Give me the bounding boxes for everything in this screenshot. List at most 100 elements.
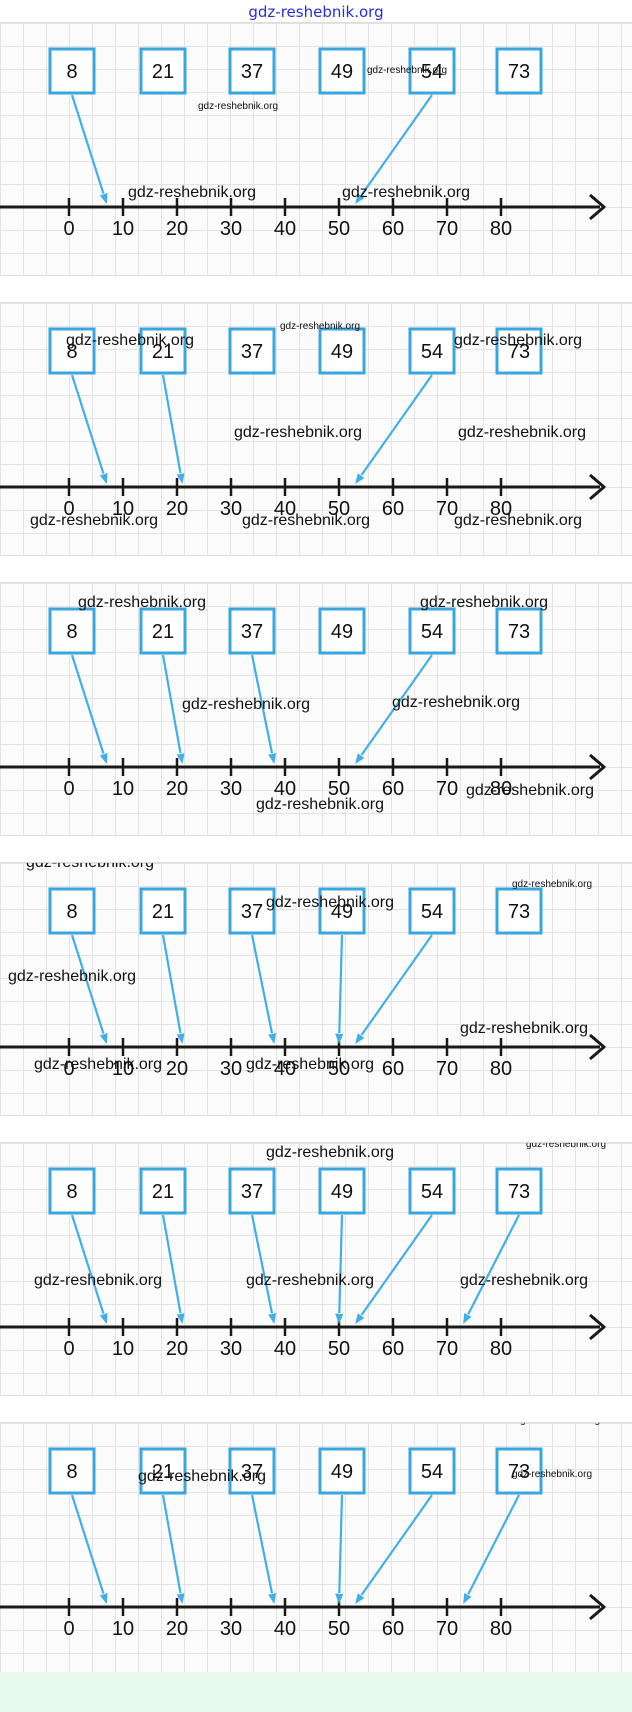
number-box-label: 37 — [241, 1181, 263, 1203]
number-box-label: 54 — [421, 1461, 443, 1483]
arrow-box-to-axis — [161, 1214, 185, 1324]
axis-tick-label: 0 — [63, 218, 74, 240]
axis-tick-label: 30 — [220, 498, 242, 520]
axis-tick-label: 20 — [166, 778, 188, 800]
axis-tick-label: 10 — [112, 1058, 134, 1080]
number-box-label: 49 — [331, 341, 353, 363]
watermark-text: gdz-reshebnik.org — [78, 594, 206, 611]
arrow-box-to-axis — [161, 374, 185, 484]
number-box-label: 73 — [508, 621, 530, 643]
number-box: 8 — [48, 607, 96, 655]
number-box-label: 73 — [508, 61, 530, 83]
number-box: 54 — [408, 887, 456, 935]
watermark-text: gdz-reshebnik.org — [198, 101, 278, 112]
arrow-box-to-axis — [70, 374, 108, 484]
number-box: 54 — [408, 607, 456, 655]
axis-tick-label: 0 — [63, 498, 74, 520]
arrow-box-to-axis — [335, 1494, 344, 1604]
watermark-text: gdz-reshebnik.org — [460, 1272, 588, 1289]
number-box-label: 8 — [66, 1181, 77, 1203]
axis-tick-label: 80 — [490, 498, 512, 520]
number-box: 37 — [228, 1167, 276, 1215]
axis-arrowhead — [589, 753, 606, 781]
number-box: 73 — [495, 327, 543, 375]
number-box: 8 — [48, 1167, 96, 1215]
axis-tick-label: 60 — [382, 1618, 404, 1640]
number-box-label: 73 — [508, 341, 530, 363]
number-box-label: 8 — [66, 1461, 77, 1483]
axis-arrowhead — [589, 1593, 606, 1621]
number-box: 49 — [318, 887, 366, 935]
axis-tick-label: 80 — [490, 1338, 512, 1360]
axis-tick-label: 40 — [274, 1058, 296, 1080]
watermark-text: gdz-reshebnik.org — [26, 863, 154, 871]
axis-tick-label: 60 — [382, 1058, 404, 1080]
number-box-label: 49 — [331, 61, 353, 83]
axis-tick-label: 50 — [328, 498, 350, 520]
number-box: 8 — [48, 47, 96, 95]
number-box-label: 54 — [421, 1181, 443, 1203]
axis-tick-label: 20 — [166, 218, 188, 240]
axis-tick-label: 80 — [490, 218, 512, 240]
number-box: 21 — [139, 887, 187, 935]
axis-tick-label: 10 — [112, 1338, 134, 1360]
axis-tick-label: 0 — [63, 1058, 74, 1080]
number-box: 73 — [495, 47, 543, 95]
arrow-box-to-axis — [335, 934, 344, 1044]
watermark-text: gdz-reshebnik.org — [234, 424, 362, 441]
number-box-label: 54 — [421, 901, 443, 923]
watermark-text: gdz-reshebnik.org — [280, 321, 360, 332]
arrow-box-to-axis — [355, 934, 433, 1044]
watermark-text: gdz-reshebnik.org — [342, 184, 470, 201]
number-box-label: 8 — [66, 341, 77, 363]
watermark-text: gdz-reshebnik.org — [520, 1423, 600, 1426]
axis-tick-label: 10 — [112, 778, 134, 800]
number-box: 21 — [139, 327, 187, 375]
number-box-label: 21 — [152, 621, 174, 643]
axis-tick-label: 70 — [436, 1338, 458, 1360]
axis-tick-label: 70 — [436, 218, 458, 240]
axis-tick-label: 40 — [274, 1618, 296, 1640]
arrow-box-to-axis — [161, 1494, 185, 1604]
number-box-label: 49 — [331, 901, 353, 923]
axis-tick-label: 10 — [112, 1618, 134, 1640]
watermark-text: gdz-reshebnik.org — [256, 796, 384, 813]
number-box: 21 — [139, 47, 187, 95]
number-box: 37 — [228, 47, 276, 95]
axis-tick-label: 30 — [220, 1618, 242, 1640]
number-box: 73 — [495, 1167, 543, 1215]
number-box-label: 21 — [152, 1461, 174, 1483]
axis-tick-label: 60 — [382, 778, 404, 800]
number-box: 21 — [139, 1167, 187, 1215]
watermark-text: gdz-reshebnik.org — [8, 968, 136, 985]
number-box: 73 — [495, 887, 543, 935]
axis-tick-label: 30 — [220, 778, 242, 800]
axis-arrowhead — [589, 473, 606, 501]
number-box-label: 8 — [66, 61, 77, 83]
arrow-box-to-axis — [355, 1214, 433, 1324]
arrow-box-to-axis — [250, 1214, 277, 1324]
watermark-text: gdz-reshebnik.org — [512, 879, 592, 890]
number-box: 8 — [48, 1447, 96, 1495]
number-box-label: 49 — [331, 621, 353, 643]
arrow-box-to-axis — [355, 654, 433, 764]
number-box: 49 — [318, 327, 366, 375]
axis-tick-label: 0 — [63, 1618, 74, 1640]
number-box-label: 73 — [508, 1461, 530, 1483]
number-box: 73 — [495, 1447, 543, 1495]
number-box: 37 — [228, 1447, 276, 1495]
axis-tick-label: 50 — [328, 778, 350, 800]
watermark-text: gdz-reshebnik.org — [30, 512, 158, 529]
axis-tick-label: 50 — [328, 1058, 350, 1080]
watermark-text: gdz-reshebnik.org — [266, 894, 394, 911]
axis-tick-label: 40 — [274, 1338, 296, 1360]
